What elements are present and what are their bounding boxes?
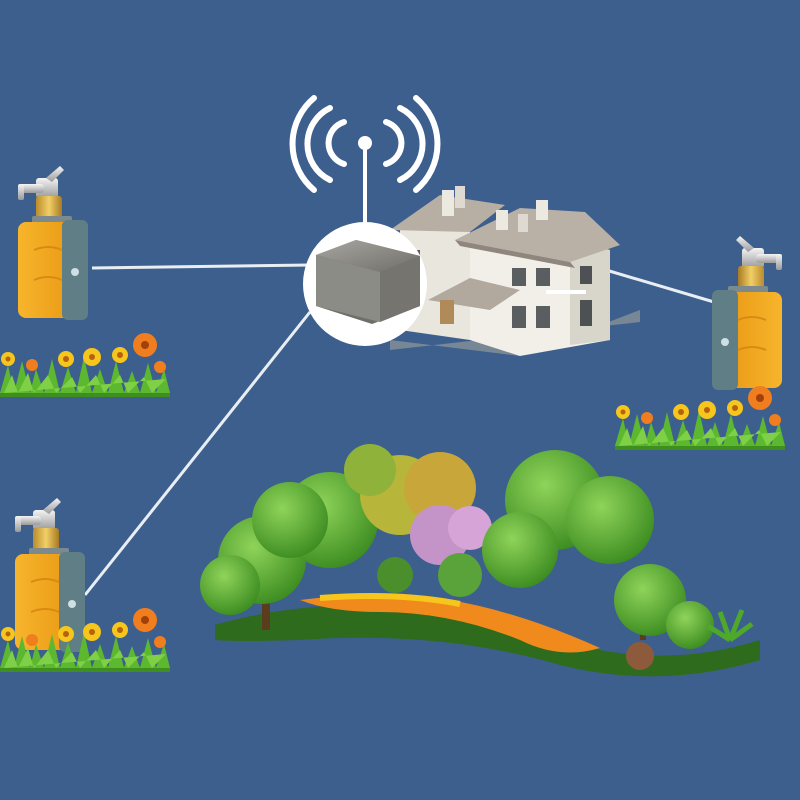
flowerbed-left-top — [0, 333, 170, 397]
link-right — [605, 268, 715, 304]
tree — [614, 564, 714, 649]
water-timer-right — [711, 235, 783, 391]
flowerbed-right — [615, 386, 785, 450]
tree — [252, 472, 378, 568]
tree — [377, 553, 482, 597]
link-left-top — [91, 263, 311, 270]
gateway-hub-icon — [303, 222, 427, 346]
water-timer-left-bottom — [14, 497, 86, 653]
connection-lines — [83, 263, 715, 596]
garden-icon — [200, 444, 760, 677]
wifi-signal-icon — [289, 95, 441, 224]
palm — [706, 609, 754, 643]
water-timer-left-top — [17, 165, 89, 321]
house-icon — [390, 186, 640, 356]
tree — [410, 505, 492, 565]
tree — [482, 450, 654, 588]
link-left-bottom — [83, 311, 312, 596]
